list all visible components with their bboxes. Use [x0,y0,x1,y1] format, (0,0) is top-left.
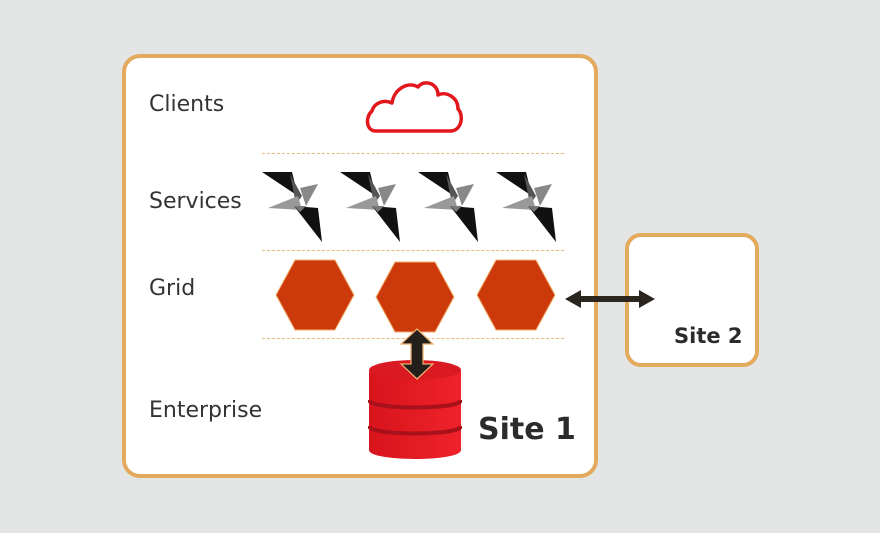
layer-divider [262,153,564,154]
hexagon-icon [476,259,556,331]
layer-divider [262,250,564,251]
service-star-icon [418,172,478,242]
site1-label: Site 1 [478,412,576,447]
site-link-arrow-icon [565,290,655,308]
service-star-icon [340,172,400,242]
hexagon-icon [375,261,455,333]
layer-label-services: Services [149,189,242,214]
database-icon [368,360,462,459]
layer-label-clients: Clients [149,92,225,117]
cloud-icon [365,81,464,133]
site2-label: Site 2 [674,324,743,348]
layer-label-enterprise: Enterprise [149,398,263,423]
hexagon-icon [275,259,355,331]
bidirectional-arrow-icon [399,328,435,380]
service-star-icon [496,172,556,242]
service-star-icon [262,172,322,242]
layer-label-grid: Grid [149,276,196,301]
